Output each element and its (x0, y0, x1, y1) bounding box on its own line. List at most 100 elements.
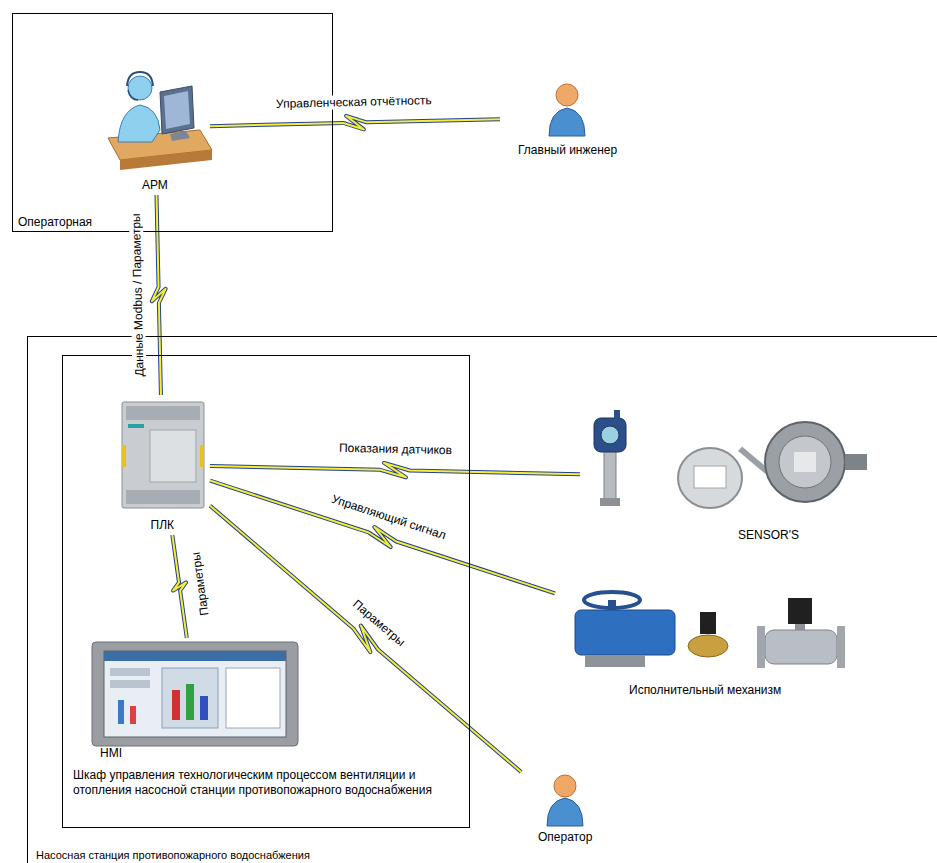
connector-outline (210, 116, 500, 130)
workstation-icon (108, 72, 212, 170)
workstation-icon-part (170, 131, 190, 141)
hmi-panel-icon-part (110, 668, 150, 676)
workstation-icon-part (118, 105, 160, 142)
hmi-panel-icon-part (162, 668, 218, 728)
sensor-icons-part (678, 448, 742, 508)
sensor-group: SENSOR'S (580, 410, 875, 545)
person-node: Оператор (520, 772, 610, 847)
actuator-icons-part (688, 635, 728, 657)
signal-connector (210, 116, 500, 130)
sensor-icons-part (794, 452, 816, 472)
connector-outline (210, 481, 555, 594)
node-label: Главный инженер (518, 143, 617, 158)
hmi-panel-icon-part (130, 706, 136, 724)
person-icon (547, 775, 583, 826)
node-label: Оператор (538, 830, 592, 845)
person-icon-part (547, 798, 583, 826)
sensor-icons-part (600, 498, 620, 506)
node-label: SENSOR'S (738, 528, 799, 543)
plc-icon-part (150, 430, 196, 482)
plc-icon-part (122, 445, 126, 467)
actuator-icons-part (837, 626, 845, 668)
person-icon-part (549, 108, 585, 136)
workstation-icon-part (128, 76, 152, 100)
connector-outline (172, 535, 186, 638)
person-icon-part (556, 84, 578, 106)
sensor-icons (594, 410, 867, 508)
plc-icon-part (122, 402, 204, 508)
connector-core (152, 195, 166, 395)
sensor-icons-part (604, 450, 616, 500)
plc-icon-part (200, 445, 204, 467)
hmi-panel-icon-part (172, 690, 180, 720)
actuator-icons-part (765, 630, 837, 664)
workstation-icon-part (160, 86, 194, 134)
workstation-icon-part (127, 72, 153, 86)
node-label: Операторная (18, 215, 92, 230)
sensor-icons-part (614, 410, 620, 420)
workstation-node: АРМ (100, 60, 210, 195)
workstation-icon-part (164, 91, 190, 129)
actuator-icons-part (757, 626, 765, 668)
person-icon-part (554, 775, 576, 797)
connector-core (210, 481, 555, 594)
sensor-icons-part (845, 454, 867, 470)
person-node: Главный инженер (500, 75, 635, 160)
plc-icon-part (126, 490, 200, 504)
plc-icon-part (128, 424, 144, 428)
actuator-icons (575, 592, 845, 668)
sensor-icons-part (594, 418, 626, 452)
hmi-panel-icon-part (104, 651, 286, 661)
station-frame: Насосная станция противопожарного водосн… (27, 336, 937, 863)
signal-connector (210, 506, 521, 772)
sensor-icons-part (601, 426, 619, 444)
plc-icon (122, 402, 204, 508)
hmi-panel-icon-part (118, 700, 124, 724)
sensor-icons-part (694, 466, 726, 488)
actuator-icons-part (795, 624, 805, 630)
room-frame: Операторная АРМ (12, 13, 333, 232)
hmi-panel-icon-part (226, 668, 280, 728)
connector-label: Параметры (349, 595, 410, 650)
node-label: Насосная станция противопожарного водосн… (36, 848, 310, 863)
signal-connector (210, 481, 555, 594)
connector-label: Показания датчиков (337, 441, 454, 458)
person-icon (549, 84, 585, 136)
hmi-panel-icon-part (92, 642, 298, 746)
plc-node: ПЛК (115, 395, 210, 535)
hmi-node: HMI (88, 638, 303, 762)
connector-label: Параметры (189, 549, 212, 618)
connector-core (210, 463, 580, 477)
workstation-icon-part (120, 150, 212, 170)
hmi-panel-icon-part (200, 696, 208, 720)
actuator-icons-part (575, 610, 675, 655)
actuator-icons-part (585, 655, 645, 667)
cabinet-frame: Шкаф управления технологическим процессо… (62, 355, 470, 828)
workstation-icon-part (128, 90, 138, 100)
connector-outline (210, 463, 580, 477)
hmi-panel-icon-part (186, 684, 194, 720)
connector-core (172, 535, 186, 638)
node-label: ПЛК (151, 518, 175, 533)
connector-label: Управленческая отчётность (274, 93, 434, 111)
signal-connector (152, 195, 166, 395)
hmi-panel-icon-part (110, 680, 150, 688)
actuator-group: Исполнительный механизм (555, 585, 855, 700)
hmi-panel-icon-part (104, 651, 286, 737)
signal-connector (172, 535, 186, 638)
connector-core (210, 116, 500, 130)
node-label: Исполнительный механизм (629, 683, 781, 698)
sensor-icons-part (779, 436, 831, 488)
hmi-panel-icon (92, 642, 298, 746)
node-label: HMI (100, 746, 122, 761)
signal-connector (210, 463, 580, 477)
plc-icon-part (126, 406, 200, 420)
sensor-icons-part (765, 422, 845, 502)
connector-label: Управляющий сигнал (328, 491, 450, 543)
connector-outline (152, 195, 166, 395)
